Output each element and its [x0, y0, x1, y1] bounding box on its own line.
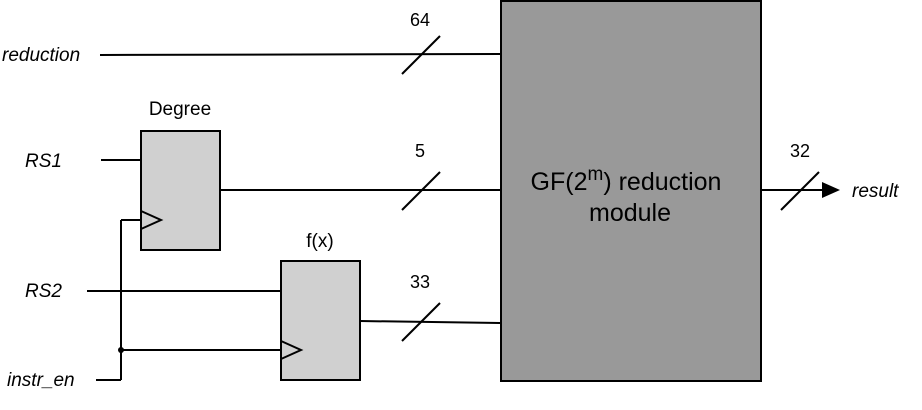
junction-dot [118, 347, 124, 353]
fx-bus-wire [359, 320, 501, 324]
fx-bus-width: 33 [410, 272, 430, 292]
degree-clock-triangle [140, 210, 164, 230]
output-label-result: result [852, 181, 899, 202]
degree-bus-width: 5 [415, 141, 425, 161]
degree-bus-slash [401, 171, 441, 211]
module-title-suffix: ) reduction [603, 168, 721, 196]
module-title-line2: module [589, 199, 671, 227]
reduction-bus-slash [401, 35, 441, 75]
result-bus-width: 32 [790, 141, 810, 161]
fx-register [280, 260, 361, 381]
fx-bus-slash [401, 302, 441, 342]
reduction-module [500, 0, 762, 382]
input-label-instr-en: instr_en [7, 370, 75, 391]
input-label-rs1: RS1 [25, 151, 62, 172]
fx-register-label: f(x) [306, 231, 333, 252]
module-title-superscript: m [588, 164, 604, 185]
module-title-prefix: GF(2 [531, 168, 588, 196]
input-label-rs2: RS2 [25, 281, 62, 302]
result-arrowhead [822, 182, 840, 198]
input-label-reduction: reduction [2, 45, 80, 66]
reduction-bus-width: 64 [410, 10, 430, 30]
degree-register [140, 130, 221, 251]
fx-clock-triangle [280, 340, 304, 360]
reduction-wire [99, 53, 501, 56]
module-title-line1: GF(2m) reduction [531, 164, 722, 196]
degree-register-label: Degree [149, 99, 211, 120]
result-bus-slash [780, 171, 820, 211]
